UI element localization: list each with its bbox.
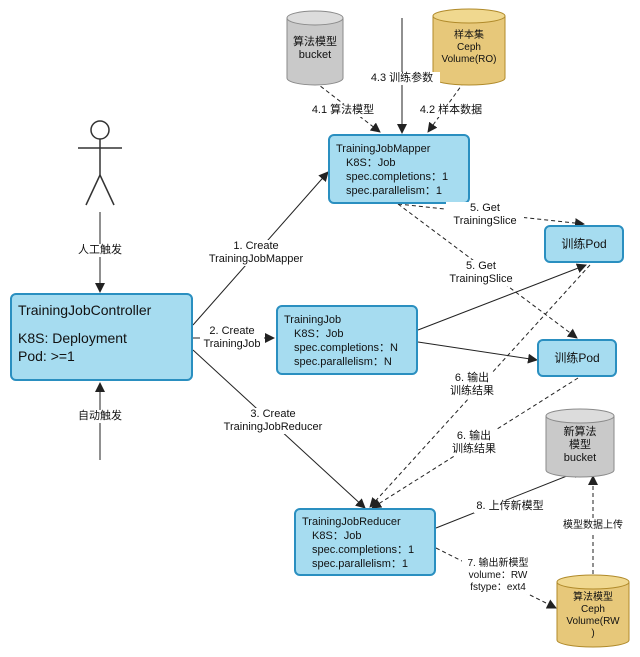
store-line: Ceph	[457, 42, 481, 53]
label-algo-model: 4.1 算法模型	[308, 104, 378, 117]
label-line: TrainingSlice	[449, 273, 513, 285]
controller-box: TrainingJobController K8S: Deployment Po…	[10, 293, 193, 381]
label-upload-model: 8. 上传新模型	[474, 500, 546, 513]
algo-model-bucket: 算法模型 bucket	[286, 10, 344, 86]
spacer	[18, 319, 185, 329]
cylinder-shape	[556, 574, 630, 648]
job-completions: spec.completions：N	[294, 342, 398, 354]
label-line: 6. 输出	[454, 372, 490, 384]
label-create-reducer: 3. Create TrainingJobReducer	[214, 408, 332, 434]
store-line: 算法模型	[293, 36, 337, 48]
training-pod-1: 训练Pod	[544, 225, 624, 263]
mapper-box: TrainingJobMapper K8S：Job spec.completio…	[328, 134, 470, 204]
edge-job-pod1	[417, 263, 587, 331]
edge-output-new	[435, 547, 557, 609]
cylinder-shape	[432, 8, 506, 86]
label-sample-data: 4.2 样本数据	[416, 104, 486, 117]
label-line: 2. Create	[209, 325, 255, 337]
edge-get-slice-2	[397, 203, 578, 339]
store-line: Volume(RW	[566, 616, 620, 627]
label-line: 6. 输出	[456, 430, 492, 442]
mapper-parallelism: spec.parallelism：1	[346, 185, 442, 197]
reducer-parallelism: spec.parallelism：1	[312, 558, 408, 570]
store-line: bucket	[563, 452, 597, 464]
label-line: 7. 输出新模型	[467, 558, 529, 569]
edge-job-pod2	[417, 341, 538, 364]
label-create-mapper: 1. Create TrainingJobMapper	[200, 240, 312, 266]
label-output-new-model: 7. 输出新模型 volume：RW fstype：ext4	[462, 558, 534, 594]
label-line: 5. Get	[470, 202, 500, 214]
label-train-params: 4.3 训练参数	[364, 72, 440, 85]
controller-pod: Pod: >=1	[18, 348, 75, 364]
label-line: TrainingJobReducer	[223, 421, 323, 433]
job-k8s: K8S：Job	[294, 328, 344, 340]
label-line: 5. Get	[466, 260, 496, 272]
sample-ceph-volume: 样本集 Ceph Volume(RO)	[432, 8, 506, 86]
label-model-data-upload: 模型数据上传	[560, 520, 626, 532]
store-line: Volume(RO)	[441, 54, 497, 65]
controller-k8s: K8S: Deployment	[18, 330, 127, 346]
new-model-bucket: 新算法 模型 bucket	[545, 408, 615, 478]
label-output-1: 6. 输出 训练结果	[444, 372, 500, 398]
pod-label: 训练Pod	[554, 351, 600, 365]
label-line: 3. Create	[250, 408, 296, 420]
algo-model-ceph-volume: 算法模型 Ceph Volume(RW )	[556, 574, 630, 648]
store-line: Ceph	[581, 604, 605, 615]
label-get-slice-2: 5. Get TrainingSlice	[442, 260, 520, 286]
label-line: volume：RW	[468, 570, 528, 581]
reducer-box: TrainingJobReducer K8S：Job spec.completi…	[294, 508, 436, 576]
mapper-title: TrainingJobMapper	[336, 143, 431, 155]
store-line: 样本集	[454, 30, 484, 41]
job-title: TrainingJob	[284, 314, 342, 326]
label-line: TrainingSlice	[453, 215, 517, 227]
label-line: 训练结果	[450, 385, 494, 397]
label-create-job: 2. Create TrainingJob	[200, 325, 264, 351]
store-line: 模型	[569, 439, 591, 451]
job-parallelism: spec.parallelism：N	[294, 356, 392, 368]
edge-upload-model	[435, 468, 583, 529]
actor-figure	[78, 120, 122, 206]
label-line: TrainingJobMapper	[208, 253, 304, 265]
mapper-k8s: K8S：Job	[346, 157, 396, 169]
store-line: 新算法	[563, 426, 597, 438]
reducer-completions: spec.completions：1	[312, 544, 415, 556]
label-line: TrainingJob	[203, 338, 261, 350]
training-pod-2: 训练Pod	[537, 339, 617, 377]
store-line: )	[591, 628, 595, 639]
reducer-title: TrainingJobReducer	[302, 516, 401, 528]
label-line: 训练结果	[452, 443, 496, 455]
label-line: fstype：ext4	[470, 582, 526, 593]
cylinder-shape	[545, 408, 615, 478]
label-line: 1. Create	[233, 240, 279, 252]
training-job-box: TrainingJob K8S：Job spec.completions：N s…	[276, 305, 418, 375]
label-manual-trigger: 人工触发	[74, 244, 126, 257]
cylinder-shape	[286, 10, 344, 86]
label-output-2: 6. 输出 训练结果	[446, 430, 502, 456]
controller-title: TrainingJobController	[18, 302, 152, 318]
label-get-slice-1: 5. Get TrainingSlice	[446, 202, 524, 228]
reducer-k8s: K8S：Job	[312, 530, 362, 542]
label-auto-trigger: 自动触发	[74, 410, 126, 423]
store-line: bucket	[298, 49, 332, 61]
store-line: 算法模型	[573, 592, 613, 603]
pod-label: 训练Pod	[561, 237, 607, 251]
mapper-completions: spec.completions：1	[346, 171, 449, 183]
